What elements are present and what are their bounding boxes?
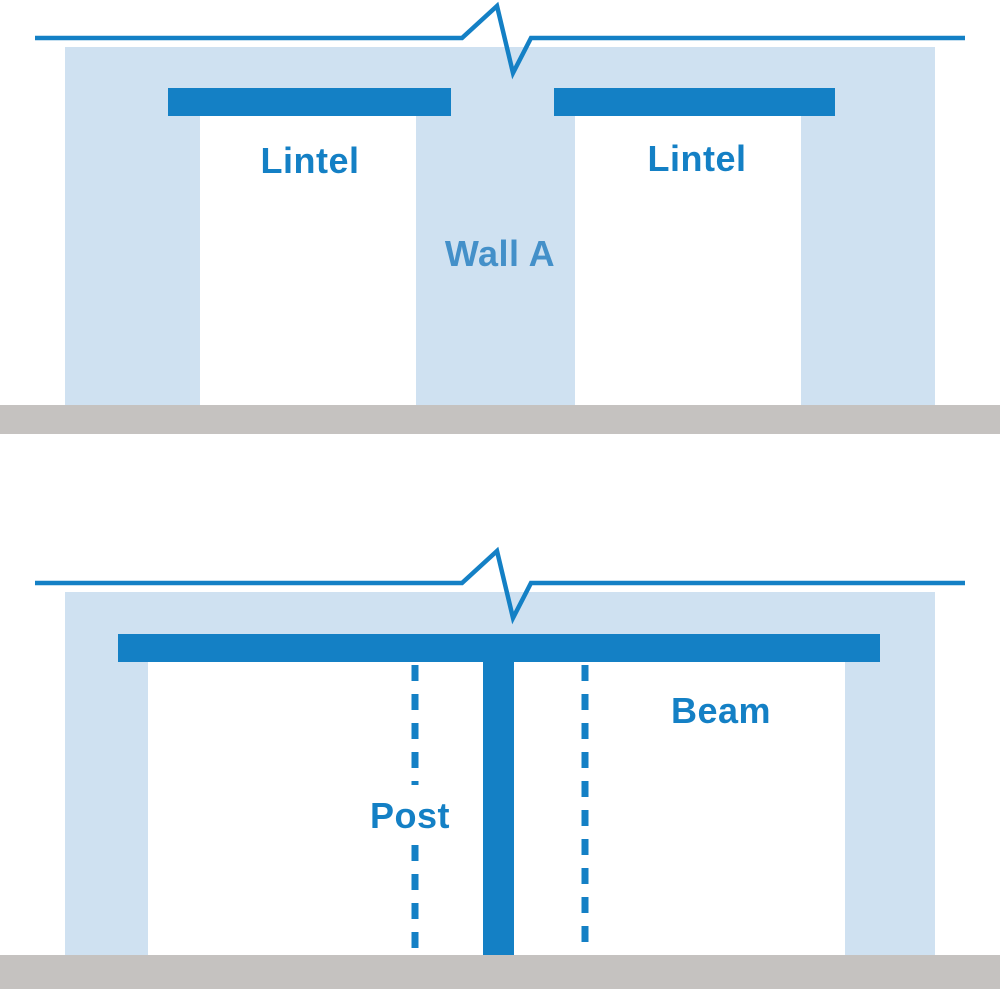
lintel-left-bar <box>168 88 451 116</box>
beam-label: Beam <box>671 690 771 731</box>
opening-bottom-left <box>148 662 483 955</box>
post-bar <box>483 662 514 955</box>
lintel-diagram: Lintel Lintel Wall A <box>0 1 1000 434</box>
lintel-left-label: Lintel <box>261 140 360 181</box>
post-label: Post <box>370 795 450 836</box>
break-line-icon <box>35 1 965 80</box>
break-line-icon <box>35 546 965 625</box>
lintel-right-label: Lintel <box>648 138 747 179</box>
floor-top <box>0 405 1000 434</box>
post-beam-diagram: Beam Post <box>0 546 1000 989</box>
lintel-right-bar <box>554 88 835 116</box>
wall-a-label: Wall A <box>445 233 555 274</box>
beam-bar <box>118 634 880 662</box>
opening-bottom-right <box>514 662 845 955</box>
opening-right <box>575 115 801 405</box>
floor-bottom <box>0 955 1000 989</box>
opening-left <box>200 115 416 405</box>
